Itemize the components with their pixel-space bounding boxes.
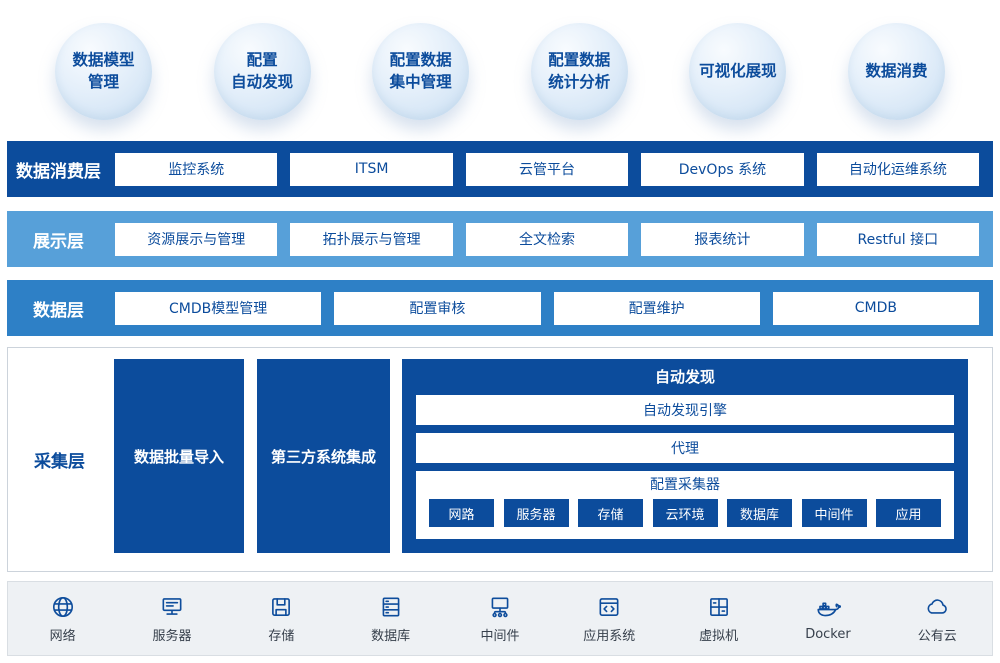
layer-label: 数据消费层: [16, 161, 101, 182]
config-collector-items: 网路 服务器 存储 云环境 数据库 中间件 应用: [416, 499, 954, 527]
bubble-label: 配置数据 统计分析: [548, 50, 611, 91]
layer-label: 数据层: [33, 300, 84, 321]
item-restful-api: Restful 接口: [816, 222, 980, 256]
item-cloud-management-platform: 云管平台: [465, 152, 629, 186]
bubble-data-model-management: 数据模型 管理: [55, 22, 152, 120]
network-globe-icon: [50, 593, 76, 620]
collector-item-server: 服务器: [503, 499, 569, 527]
docker-icon: [815, 595, 841, 622]
infra-item-label: 网络: [49, 629, 76, 644]
config-collector-block: 配置采集器 网路 服务器 存储 云环境 数据库 中间件 应用: [416, 471, 954, 539]
bubble-config-auto-discovery: 配置 自动发现: [213, 22, 311, 120]
layer-items: CMDB模型管理 配置审核 配置维护 CMDB: [110, 291, 979, 325]
layer-data-consumption: 数据消费层 监控系统 ITSM 云管平台 DevOps 系统 自动化运维系统: [7, 141, 993, 197]
collector-item-storage: 存储: [578, 499, 643, 527]
public-cloud-icon: [924, 593, 950, 620]
infra-item-middleware: 中间件: [445, 593, 554, 644]
item-cmdb: CMDB: [772, 291, 979, 325]
item-config-audit: 配置审核: [334, 291, 541, 325]
infra-item-label: 中间件: [480, 629, 520, 644]
collector-item-cloud-env: 云环境: [652, 499, 718, 527]
infra-item-database: 数据库: [336, 593, 445, 644]
app-system-icon: [596, 593, 622, 620]
collector-item-application: 应用: [876, 499, 941, 527]
storage-icon: [268, 593, 294, 620]
infra-item-public-cloud: 公有云: [883, 593, 992, 644]
config-collector-title: 配置采集器: [650, 477, 720, 493]
infra-item-docker: Docker: [773, 595, 882, 642]
item-topology-display-management: 拓扑展示与管理: [290, 222, 453, 256]
item-resource-display-management: 资源展示与管理: [115, 222, 278, 256]
server-icon: [159, 593, 185, 620]
item-automated-ops-system: 自动化运维系统: [816, 152, 980, 186]
collector-item-network: 网路: [429, 499, 494, 527]
infra-item-label: 公有云: [917, 629, 957, 644]
third-party-integration-block: 第三方系统集成: [257, 359, 390, 553]
infra-item-virtual-machine: 虚拟机: [664, 593, 773, 644]
bubble-visualization: 可视化展现: [689, 22, 787, 120]
infra-item-label: 数据库: [371, 629, 411, 644]
bubble-label: 数据消费: [865, 61, 928, 80]
infra-item-server: 服务器: [117, 593, 226, 644]
layer-label: 展示层: [33, 231, 84, 252]
infra-item-storage: 存储: [227, 593, 336, 644]
bubble-label: 可视化展现: [699, 61, 777, 80]
layer-label: 采集层: [34, 452, 85, 472]
collector-item-middleware: 中间件: [801, 499, 867, 527]
infra-item-label: 应用系统: [583, 629, 636, 644]
layer-items: 监控系统 ITSM 云管平台 DevOps 系统 自动化运维系统: [110, 152, 980, 186]
bubble-data-consumption: 数据消费: [847, 22, 945, 120]
bubble-config-data-statistics: 配置数据 统计分析: [530, 22, 628, 120]
infrastructure-bar: 网络 服务器 存储 数据库 中间件: [7, 581, 993, 656]
capability-bubbles: 数据模型 管理 配置 自动发现 配置数据 集中管理 配置数据 统计分析 可视化展…: [0, 12, 1000, 130]
database-icon: [378, 593, 404, 620]
virtual-machine-icon: [706, 593, 732, 620]
auto-discovery-agent: 代理: [416, 433, 954, 463]
batch-import-block: 数据批量导入: [114, 359, 244, 553]
item-devops-system: DevOps 系统: [641, 152, 804, 186]
item-config-maintenance: 配置维护: [553, 291, 760, 325]
bubble-config-data-central-management: 配置数据 集中管理: [372, 22, 470, 120]
collector-item-database: 数据库: [727, 499, 792, 527]
bubble-label: 配置数据 集中管理: [389, 50, 452, 91]
middleware-icon: [487, 593, 513, 620]
layer-data: 数据层 CMDB模型管理 配置审核 配置维护 CMDB: [7, 280, 993, 336]
infra-item-network: 网络: [8, 593, 117, 644]
infra-item-label: 服务器: [152, 629, 192, 644]
layer-display: 展示层 资源展示与管理 拓扑展示与管理 全文检索 报表统计 Restful 接口: [7, 211, 993, 267]
item-itsm: ITSM: [290, 152, 453, 186]
infra-item-label: 存储: [268, 629, 295, 644]
auto-discovery-title: 自动发现: [654, 368, 715, 386]
item-monitoring-system: 监控系统: [115, 152, 278, 186]
item-fulltext-search: 全文检索: [465, 222, 629, 256]
item-report-statistics: 报表统计: [641, 222, 804, 256]
bubble-label: 配置 自动发现: [231, 50, 294, 91]
infra-item-app-system: 应用系统: [555, 593, 664, 644]
auto-discovery-engine: 自动发现引擎: [416, 395, 954, 425]
bubble-label: 数据模型 管理: [72, 50, 135, 91]
infra-item-label: 虚拟机: [699, 629, 739, 644]
auto-discovery-block: 自动发现 自动发现引擎 代理 配置采集器 网路 服务器 存储 云环境 数据库 中…: [402, 359, 968, 553]
layer-items: 资源展示与管理 拓扑展示与管理 全文检索 报表统计 Restful 接口: [110, 222, 980, 256]
infra-item-label: Docker: [805, 627, 851, 642]
layer-collection: 采集层 数据批量导入 第三方系统集成 自动发现 自动发现引擎 代理 配置采集器 …: [7, 347, 993, 572]
item-cmdb-model-management: CMDB模型管理: [115, 291, 322, 325]
